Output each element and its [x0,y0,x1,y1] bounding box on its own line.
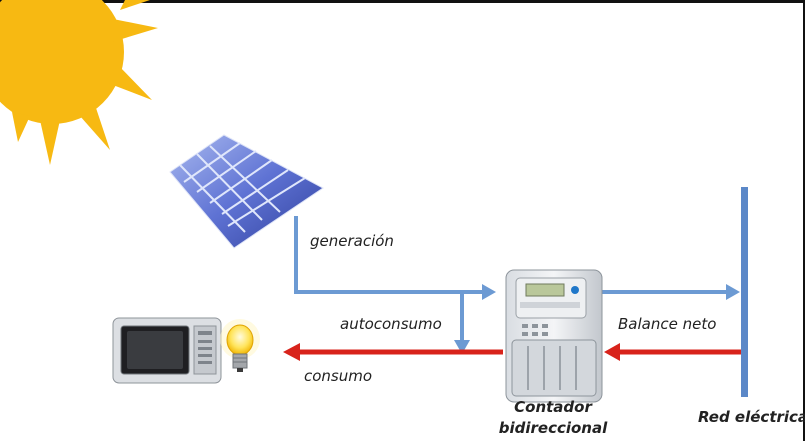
electricity-meter-icon [505,269,603,403]
self-consumption-flow [454,292,470,354]
solar-panel-icon [169,134,324,249]
meter-label-line2: bidireccional [498,419,608,437]
light-bulb-icon [220,319,260,372]
generation-arrowhead [482,284,496,300]
grid-label: Red eléctrica [698,408,805,426]
grid-import-flow [604,343,741,361]
net-export-flow [600,284,740,300]
right-border [803,0,805,441]
generation-flow [294,216,484,294]
self-consumption-label: autoconsumo [340,315,442,333]
consumption-label: consumo [304,367,373,385]
net-balance-label: Balance neto [618,315,717,333]
generation-label: generación [310,232,394,250]
consumption-flow [283,343,503,361]
sun-icon [0,0,158,165]
meter-label-line1: Contador [514,398,592,416]
microwave-icon [112,317,222,384]
top-border [0,0,805,3]
grid-line [741,187,748,397]
